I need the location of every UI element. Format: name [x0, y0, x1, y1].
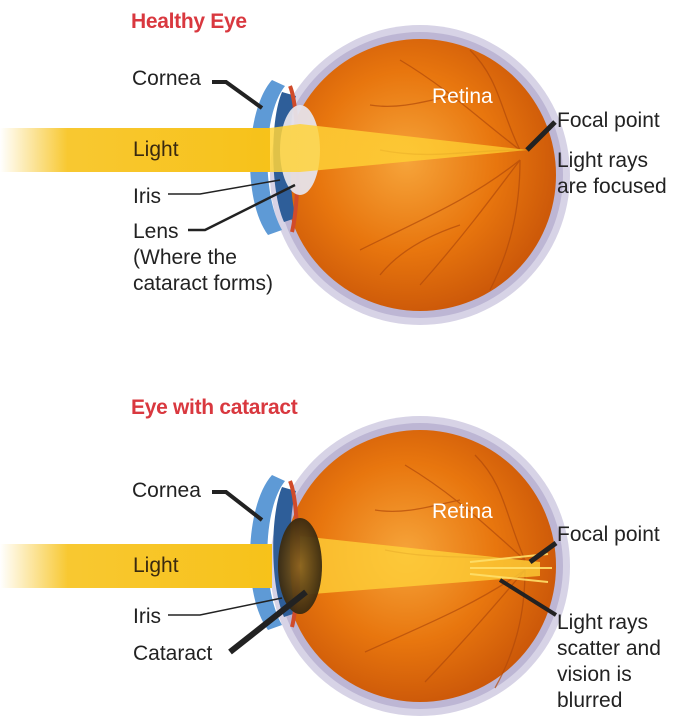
label-light: Light	[133, 137, 179, 163]
label-lens-title: Lens	[133, 219, 273, 245]
label-lens-note-2: cataract forms)	[133, 271, 273, 297]
label-focal-point: Focal point	[557, 522, 660, 548]
label-note-line-2: are focused	[557, 174, 667, 200]
label-note-line-2: scatter and	[557, 636, 661, 662]
label-note-line-1: Light rays	[557, 148, 667, 174]
eyeball-interior	[284, 39, 556, 311]
label-iris: Iris	[133, 604, 161, 630]
cataract-eye-panel: Eye with cataract Cornea Light Iris Cata…	[0, 390, 689, 719]
label-lens-note-1: (Where the	[133, 245, 273, 271]
label-note-line-4: blurred	[557, 688, 661, 714]
healthy-eye-panel: Healthy Eye Cornea Light Iris Lens (Wher…	[0, 0, 689, 330]
label-retina: Retina	[432, 499, 493, 525]
label-note: Light rays scatter and vision is blurred	[557, 610, 661, 714]
label-note: Light rays are focused	[557, 148, 667, 200]
label-cornea: Cornea	[132, 66, 201, 92]
label-lens: Lens (Where the cataract forms)	[133, 219, 273, 297]
panel-title: Eye with cataract	[131, 396, 297, 420]
label-iris: Iris	[133, 184, 161, 210]
label-focal-point: Focal point	[557, 108, 660, 134]
label-cataract: Cataract	[133, 641, 212, 667]
label-cornea: Cornea	[132, 478, 201, 504]
label-note-line-1: Light rays	[557, 610, 661, 636]
panel-title: Healthy Eye	[131, 10, 247, 34]
label-retina: Retina	[432, 84, 493, 110]
label-light: Light	[133, 553, 179, 579]
label-note-line-3: vision is	[557, 662, 661, 688]
